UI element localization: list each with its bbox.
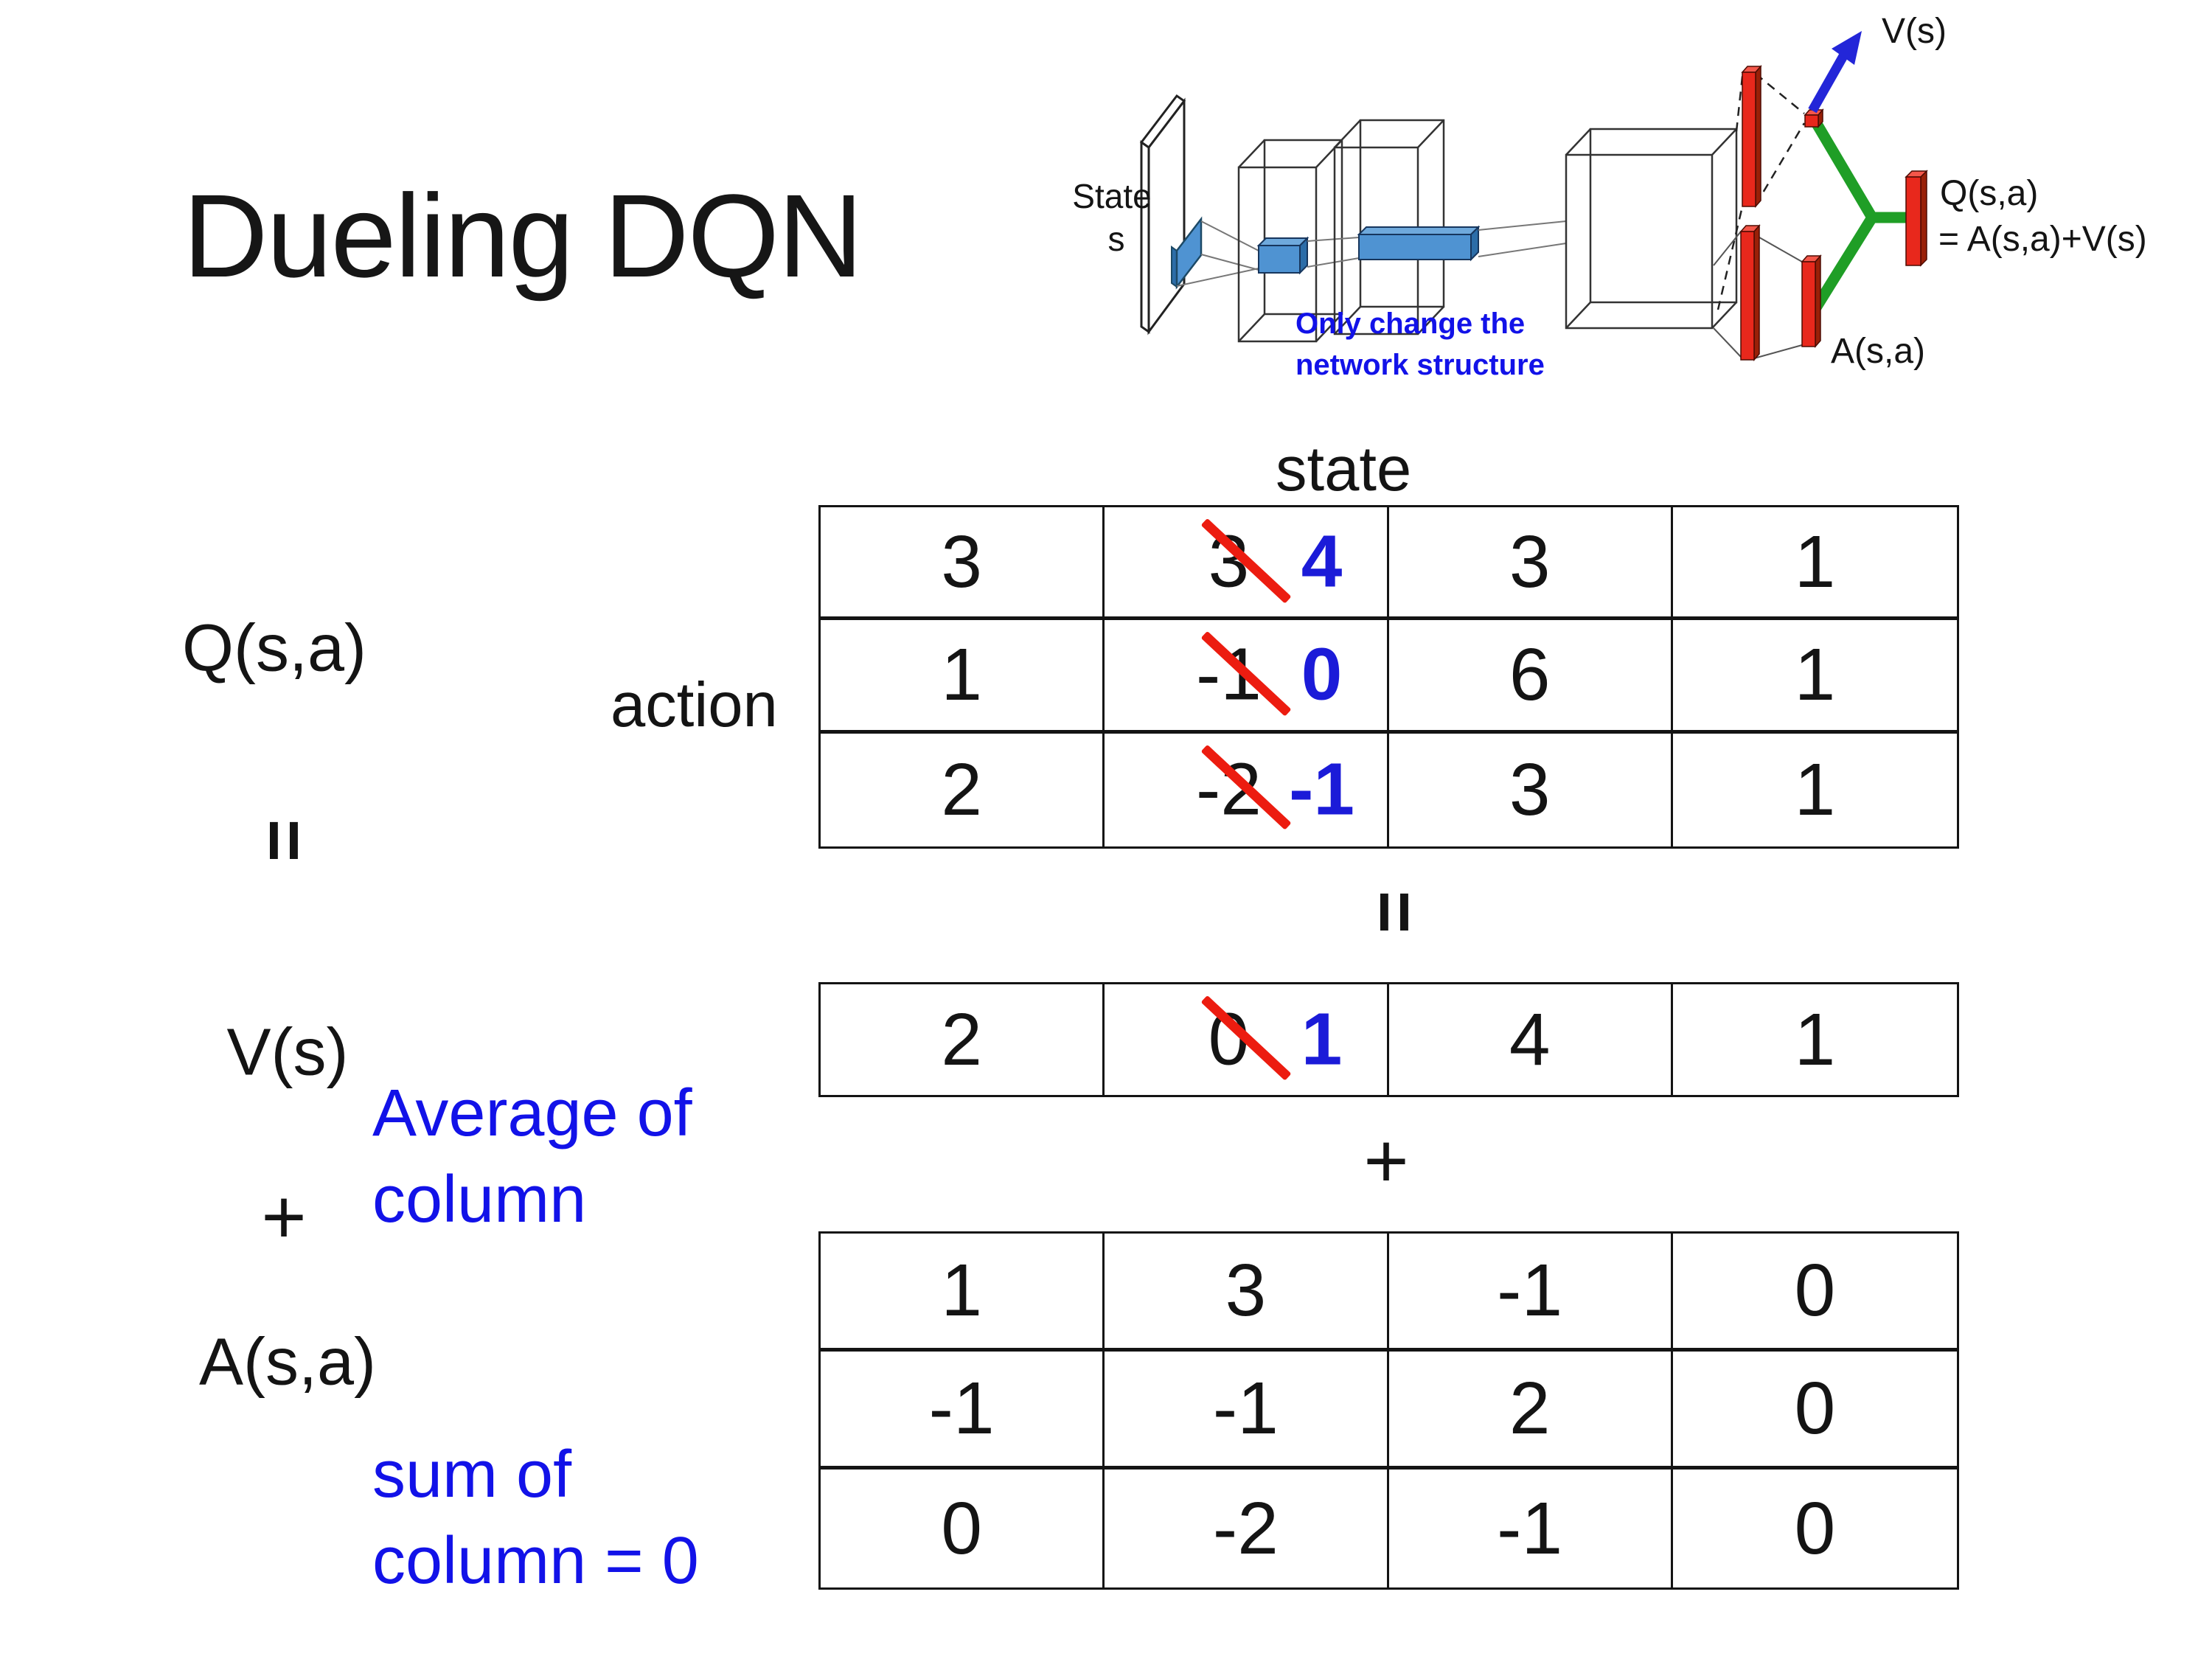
equation-equals-left: = xyxy=(243,818,326,863)
a-cell-r2c1: -1 xyxy=(821,1352,1105,1470)
a-cell-r2c3: 2 xyxy=(1388,1352,1673,1470)
q-cell-r1c2-struck: 3 4 xyxy=(1105,507,1389,621)
v-cell-c2-struck: 0 1 xyxy=(1105,984,1389,1095)
sum-note-line1: sum of xyxy=(372,1438,572,1512)
q-cell-r2c2-struck: -1 0 xyxy=(1105,620,1389,734)
plus-mid: + xyxy=(1363,1118,1409,1204)
a-cell-r1c4: 0 xyxy=(1672,1234,1957,1352)
page-title: Dueling DQN xyxy=(183,170,863,302)
q-cell-r3c3: 3 xyxy=(1389,733,1673,846)
q-cell-r1c3: 3 xyxy=(1388,507,1673,621)
feature-bar-1 xyxy=(1256,236,1310,275)
q-cell-r3c4: 1 xyxy=(1794,748,1836,831)
q-cell-r2c4: 1 xyxy=(1672,620,1957,734)
q-cell-r2c1: 1 xyxy=(821,620,1105,734)
a-cell-r1c2: 3 xyxy=(1105,1234,1389,1352)
q-cell-r3c1: 2 xyxy=(821,733,1105,846)
q-table: 3 3 4 3 1 1 -1 0 6 1 2 -2 -1 3 1 xyxy=(818,505,1959,849)
a-cell-r2c2: -1 xyxy=(1105,1352,1389,1470)
diagram-state-label: State xyxy=(1072,177,1151,215)
diagram-v-output-label: V(s) xyxy=(1882,12,1947,51)
q-table-side-label-action: action xyxy=(611,670,778,740)
v-cell-c4: 1 xyxy=(1794,998,1836,1081)
a-cell-r1c1: 1 xyxy=(821,1234,1105,1352)
q-cell-r1c4: 1 xyxy=(1672,507,1957,621)
v-cell-c1: 2 xyxy=(821,984,1105,1095)
conv-cone-1 xyxy=(1176,220,1259,287)
a-cell-r3c1: 0 xyxy=(821,1470,1105,1587)
a-cell-r1c3: -1 xyxy=(1388,1234,1673,1352)
a-stream-links xyxy=(1713,231,1803,359)
average-of-column-note: Average of column xyxy=(372,1071,692,1243)
a-cell-r2c4: 0 xyxy=(1672,1352,1957,1470)
feature-bar-2 xyxy=(1357,225,1481,262)
equation-plus-left: + xyxy=(261,1174,307,1260)
conv-cone-2 xyxy=(1307,237,1360,268)
fc-bar-v-stream xyxy=(1741,65,1762,208)
q-cell-r2c3: 6 xyxy=(1388,620,1673,734)
fc-bar-a-stream xyxy=(1739,224,1761,361)
a-cell-r3c4: 0 xyxy=(1794,1486,1836,1570)
diagram-note-line2: network structure xyxy=(1295,349,1545,381)
a-vector-node xyxy=(1801,254,1822,348)
v-arrow-icon xyxy=(1808,31,1862,114)
conv-cone-3 xyxy=(1478,220,1567,257)
q-cell-r3c2-struck: -2 -1 xyxy=(1105,733,1389,846)
sum-of-column-note: sum of column = 0 xyxy=(372,1432,699,1604)
diagram-state-s-label: s xyxy=(1108,220,1125,258)
v-row-table: 2 0 1 4 1 xyxy=(818,982,1959,1097)
q-new-value: 4 xyxy=(1301,520,1343,603)
q-new-value: -1 xyxy=(1289,748,1355,831)
q-new-value: 0 xyxy=(1301,633,1343,716)
average-note-line2: column xyxy=(372,1163,587,1237)
equation-a-label: A(s,a) xyxy=(198,1325,377,1399)
q-table-header-state: state xyxy=(1276,434,1412,504)
a-cell-r3c2: -2 xyxy=(1105,1470,1389,1587)
a-cell-r3c3: -1 xyxy=(1389,1470,1673,1587)
dueling-network-diagram: State s V(s) A(s,a) Q(s,a) = A(s,a)+V(s)… xyxy=(1072,12,2147,381)
q-cell-r1c1: 3 xyxy=(821,507,1105,621)
a-table: 1 3 -1 0 -1 -1 2 0 0 -2 -1 0 xyxy=(818,1231,1959,1590)
sum-note-line2: column = 0 xyxy=(372,1524,699,1598)
v-new-value: 1 xyxy=(1301,998,1343,1081)
diagram-a-output-label: A(s,a) xyxy=(1831,332,1925,371)
equals-mid: = xyxy=(1353,890,1436,934)
q-output-bar xyxy=(1905,170,1928,267)
v-cell-c3: 4 xyxy=(1389,984,1673,1095)
diagram-q-output-label-line1: Q(s,a) xyxy=(1940,174,2038,213)
v-scalar-node xyxy=(1804,108,1824,129)
merge-y-connector xyxy=(1809,121,1907,314)
equation-q-label: Q(s,a) xyxy=(181,611,367,686)
dense-layer-box xyxy=(1565,128,1738,330)
average-note-line1: Average of xyxy=(372,1077,692,1150)
diagram-note-line1: Only change the xyxy=(1295,307,1525,340)
diagram-q-output-label-line2: = A(s,a)+V(s) xyxy=(1938,220,2147,259)
equation-v-label: V(s) xyxy=(226,1015,349,1090)
